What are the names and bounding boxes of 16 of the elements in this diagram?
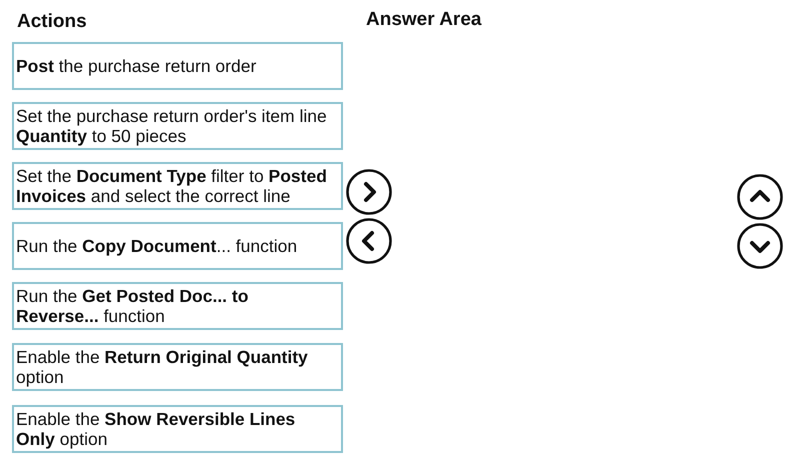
action-card [12,343,343,391]
action-text: Post the purchase return order [16,56,258,76]
action-text: Run the Get Posted Doc... to Reverse... function [16,286,250,326]
action-text: Set the Document Type filter to Posted Invoices and select the correct line [16,166,328,206]
action-text: Run the Copy Document... function [16,236,298,256]
action-card [12,222,343,270]
action-text: Set the purchase return order's item line Quantity to 50 pieces [16,106,328,146]
action-card [12,42,343,90]
section-heading: Actions [17,11,87,33]
action-card [12,405,343,453]
action-card [12,102,343,150]
action-text: Enable the Show Reversible Lines Only option [16,408,296,450]
section-heading: Answer Area [366,9,482,31]
action-card [12,162,343,210]
action-card [12,282,343,330]
action-text: Enable the Return Original Quantity option [16,346,309,388]
